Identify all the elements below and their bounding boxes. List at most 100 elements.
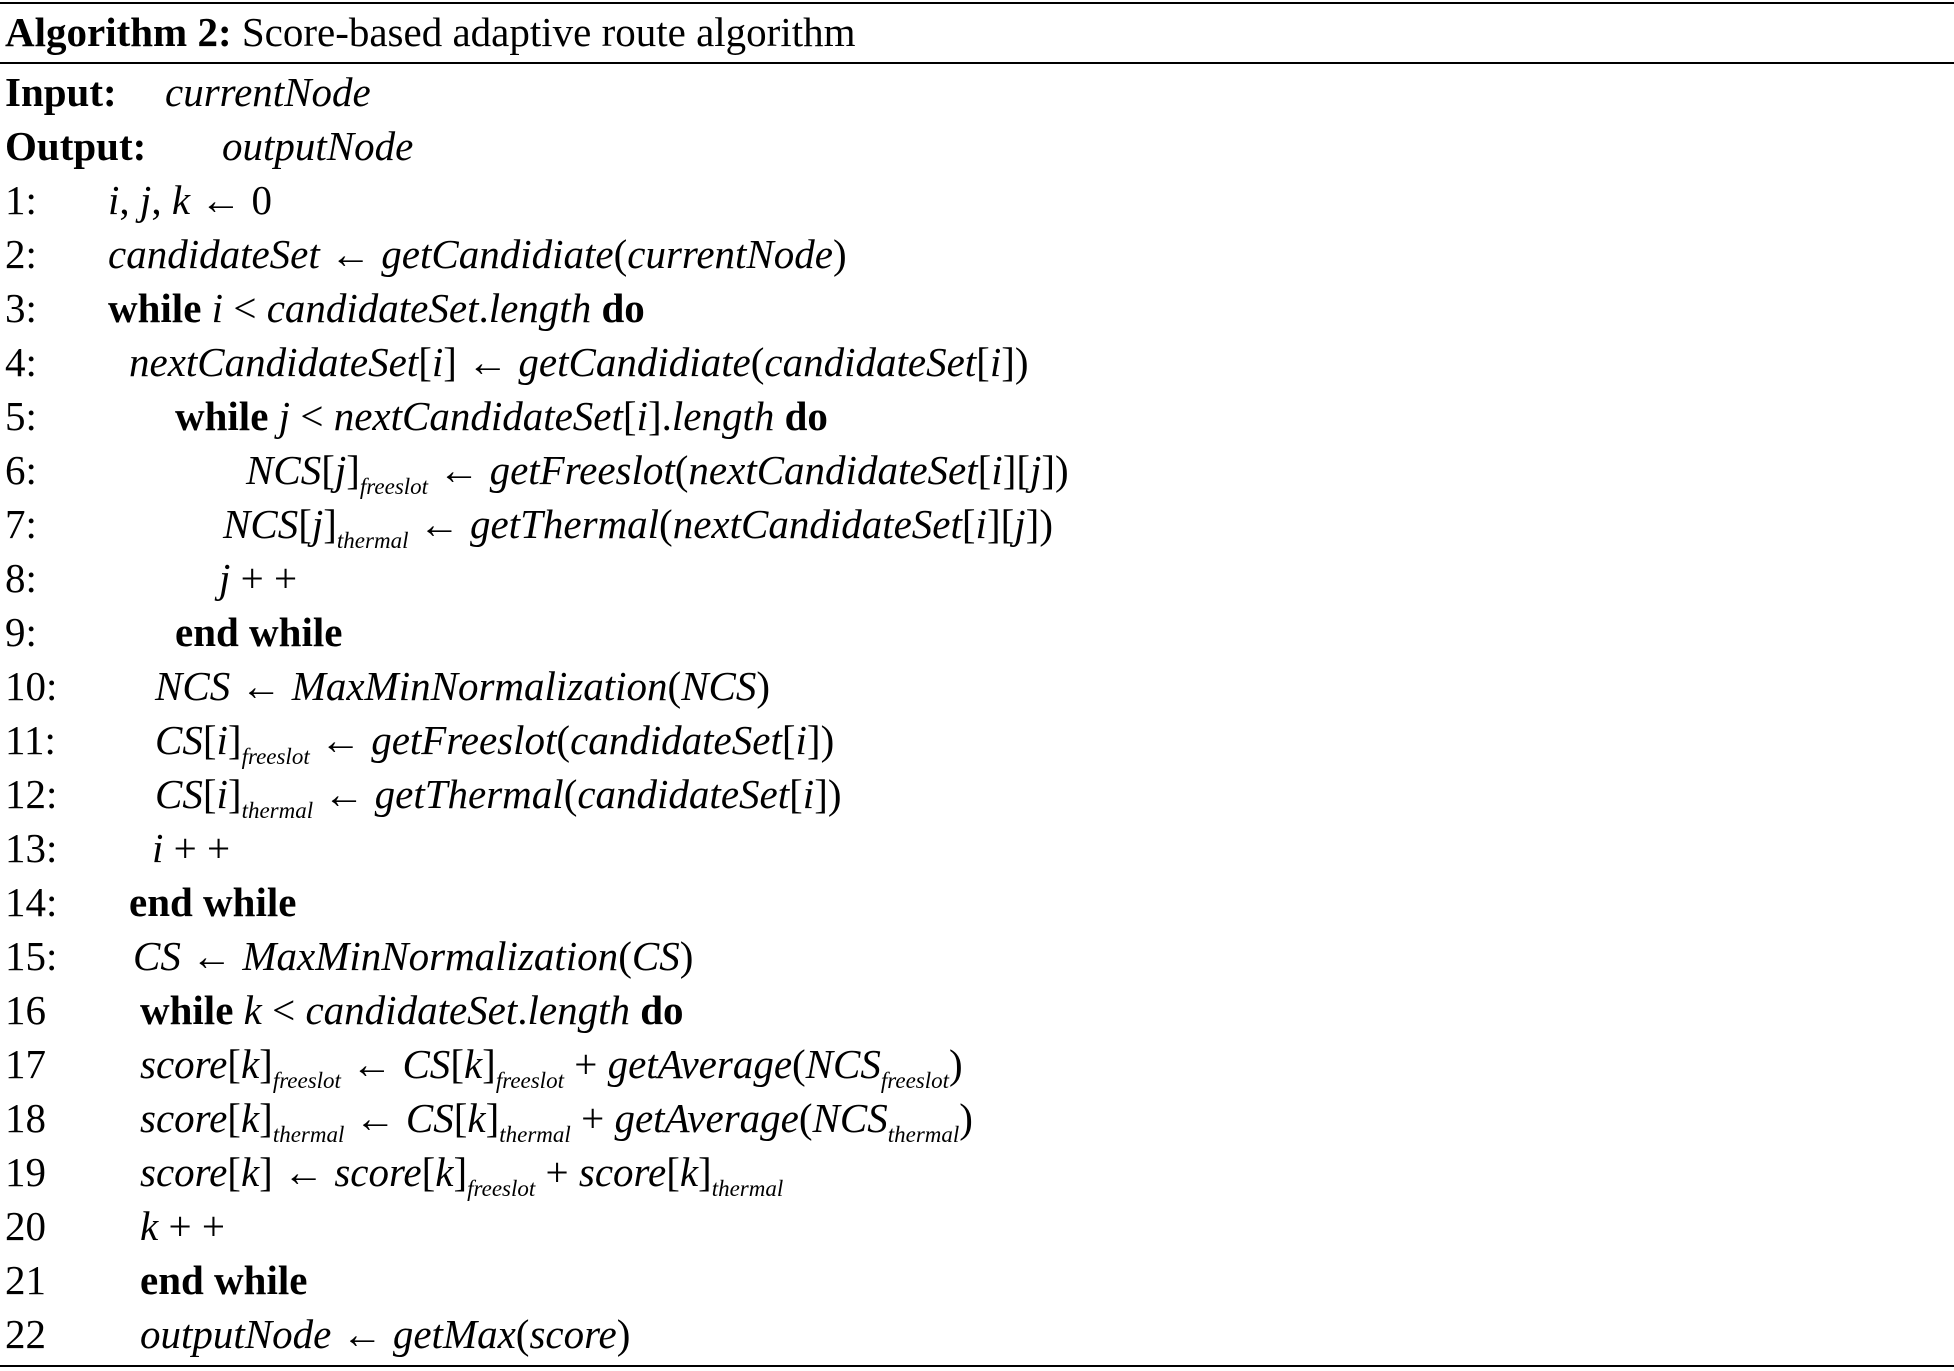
paren: ( bbox=[556, 717, 571, 763]
operator: ] ← bbox=[443, 339, 519, 385]
line-body: while k < candidateSet.length do bbox=[140, 983, 684, 1037]
line-body: CS ← MaxMinNormalization(CS) bbox=[133, 929, 693, 983]
operator: ← bbox=[309, 717, 372, 763]
algorithm-caption: Algorithm 2: Score-based adaptive route … bbox=[5, 7, 856, 57]
operator: ] ← bbox=[259, 1149, 335, 1195]
keyword-do: do bbox=[601, 285, 645, 331]
identifier: k bbox=[435, 1149, 454, 1195]
bracket: [ bbox=[666, 1149, 680, 1195]
bracket: [ bbox=[202, 771, 217, 817]
bracket: ][ bbox=[1002, 447, 1030, 493]
line-body: k + + bbox=[140, 1199, 225, 1253]
function-name: getAverage bbox=[614, 1095, 799, 1141]
identifier: NCS bbox=[246, 447, 322, 493]
line-number: 11: bbox=[5, 717, 56, 763]
bracket: [ bbox=[321, 447, 335, 493]
var-k: k bbox=[171, 177, 191, 223]
bracket: [ bbox=[453, 1095, 468, 1141]
bracket: ] bbox=[259, 1041, 273, 1087]
function-name: MaxMinNormalization bbox=[242, 933, 619, 979]
line-number: 3: bbox=[5, 285, 37, 331]
identifier: CS bbox=[405, 1095, 454, 1141]
bracket: ] bbox=[453, 1149, 468, 1195]
paren: ]) bbox=[1025, 501, 1053, 547]
identifier: i bbox=[152, 825, 164, 871]
identifier: k bbox=[243, 987, 262, 1033]
identifier: nextCandidateSet bbox=[672, 501, 962, 547]
line-number: 2: bbox=[5, 231, 37, 277]
function-name: getThermal bbox=[469, 501, 660, 547]
identifier: i bbox=[636, 393, 648, 439]
operator: ← bbox=[340, 1041, 403, 1087]
paren: ]) bbox=[1001, 339, 1029, 385]
line-number: 12: bbox=[5, 771, 58, 817]
identifier: NCS bbox=[155, 663, 231, 709]
subscript: thermal bbox=[499, 1122, 571, 1147]
identifier: length bbox=[488, 285, 592, 331]
increment: + + bbox=[158, 1203, 225, 1249]
identifier: nextCandidateSet bbox=[333, 393, 623, 439]
operator: < bbox=[261, 987, 306, 1033]
operator: + bbox=[535, 1149, 579, 1195]
output-label: Output: bbox=[5, 123, 147, 169]
subscript: thermal bbox=[887, 1122, 960, 1147]
operator: < bbox=[290, 393, 334, 439]
paren: ) bbox=[949, 1041, 963, 1087]
bracket: ] bbox=[346, 447, 360, 493]
line-number: 6: bbox=[5, 447, 37, 493]
line-number: 21 bbox=[5, 1257, 46, 1303]
operator: ← bbox=[408, 501, 470, 547]
line-number: 15: bbox=[5, 933, 58, 979]
line-body: i + + bbox=[152, 821, 230, 875]
identifier: nextCandidateSet bbox=[129, 339, 419, 385]
bracket: [ bbox=[202, 717, 217, 763]
function-name: getCandidiate bbox=[518, 339, 751, 385]
identifier: score bbox=[140, 1095, 228, 1141]
paren: ]) bbox=[806, 717, 835, 763]
line-number: 9: bbox=[5, 609, 37, 655]
dot: . bbox=[517, 987, 528, 1033]
identifier: score bbox=[140, 1041, 228, 1087]
identifier: i bbox=[975, 501, 987, 547]
identifier: CS bbox=[402, 1041, 451, 1087]
operator: ← bbox=[344, 1095, 406, 1141]
identifier: candidateSet bbox=[108, 231, 320, 277]
sep: , bbox=[151, 177, 172, 223]
line-number: 10: bbox=[5, 663, 58, 709]
identifier: k bbox=[467, 1095, 486, 1141]
assign-zero: ← 0 bbox=[190, 177, 273, 223]
paren: ( bbox=[792, 1041, 806, 1087]
identifier: i bbox=[211, 285, 224, 331]
bracket: [ bbox=[421, 1149, 436, 1195]
function-name: getFreeslot bbox=[371, 717, 557, 763]
bracket: [ bbox=[622, 393, 637, 439]
output-value: outputNode bbox=[222, 123, 414, 169]
paren: ) bbox=[832, 231, 847, 277]
line-number: 8: bbox=[5, 555, 37, 601]
var-j: j bbox=[139, 177, 152, 223]
operator: ← bbox=[319, 231, 382, 277]
function-name: getFreeslot bbox=[489, 447, 675, 493]
identifier: score bbox=[578, 1149, 667, 1195]
identifier: k bbox=[140, 1203, 159, 1249]
paren: ) bbox=[756, 663, 771, 709]
identifier: CS bbox=[155, 717, 203, 763]
caption-rule bbox=[0, 62, 1954, 64]
bracket: ] bbox=[485, 1095, 500, 1141]
identifier: score bbox=[529, 1311, 617, 1357]
keyword-end-while: end while bbox=[140, 1257, 308, 1303]
keyword-end-while: end while bbox=[129, 879, 297, 925]
input-label: Input: bbox=[5, 69, 117, 115]
keyword-do: do bbox=[784, 393, 828, 439]
identifier: NCS bbox=[681, 663, 757, 709]
keyword-do: do bbox=[640, 987, 684, 1033]
identifier: length bbox=[527, 987, 630, 1033]
keyword-while: while bbox=[108, 285, 202, 331]
bracket: [ bbox=[976, 339, 990, 385]
identifier: j bbox=[1014, 501, 1026, 547]
paren: ( bbox=[674, 447, 689, 493]
bracket: ] bbox=[259, 1095, 273, 1141]
paren: ) bbox=[679, 933, 694, 979]
identifier: NCS bbox=[805, 1041, 881, 1087]
identifier: CS bbox=[631, 933, 680, 979]
